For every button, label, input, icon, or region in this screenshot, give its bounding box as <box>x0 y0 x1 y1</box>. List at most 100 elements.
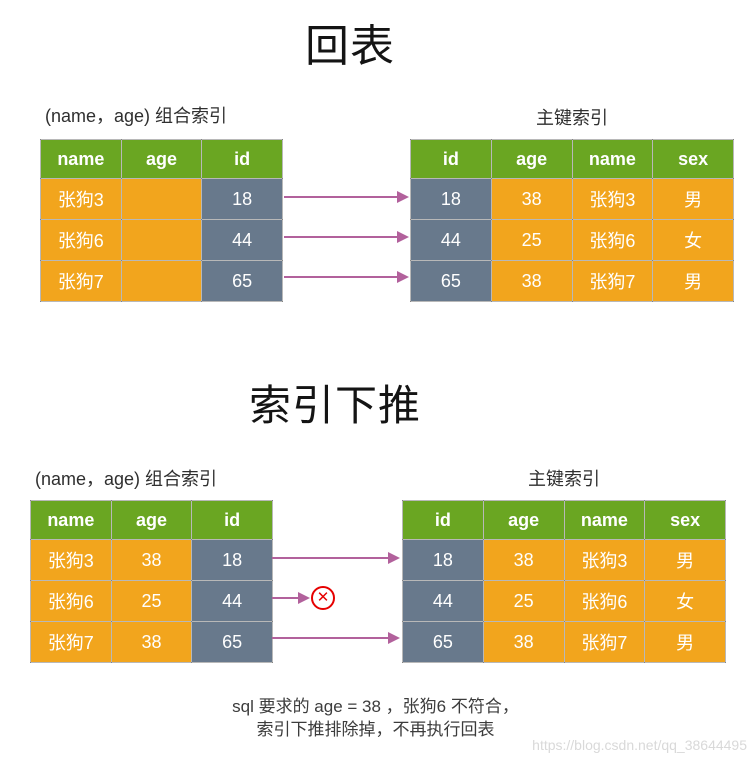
cell: 张狗7 <box>563 621 646 663</box>
cell: 张狗7 <box>571 260 654 302</box>
table-row: 张狗7 38 65 <box>30 621 273 663</box>
cell: 18 <box>201 178 283 220</box>
cell: 18 <box>402 539 484 581</box>
column-header: id <box>191 500 273 540</box>
table-row: 44 25 张狗6 女 <box>410 219 734 261</box>
arrow-shaft <box>272 637 390 639</box>
cell: 男 <box>644 621 726 663</box>
cell: 65 <box>410 260 492 302</box>
cell: 男 <box>652 260 734 302</box>
cell: 38 <box>482 539 565 581</box>
row-arrow <box>284 191 409 203</box>
cell: 张狗6 <box>40 219 122 261</box>
arrow-head-icon <box>388 552 400 564</box>
table-row: 张狗7 65 <box>40 260 283 302</box>
cell: 男 <box>652 178 734 220</box>
table-row: 18 38 张狗3 男 <box>410 178 734 220</box>
section2-title: 索引下推 <box>248 382 421 429</box>
cell: 38 <box>110 539 193 581</box>
cell: 女 <box>644 580 726 622</box>
arrow-shaft <box>272 557 390 559</box>
cell: 男 <box>644 539 726 581</box>
table-row: 张狗6 25 44 <box>30 580 273 622</box>
row-arrow <box>284 271 409 283</box>
section2-composite-index-label: (name，age) 组合索引 <box>35 469 218 489</box>
arrow-head-icon <box>388 632 400 644</box>
cell: 44 <box>410 219 492 261</box>
footnote: sql 要求的 age = 38 ，张狗6 不符合， 索引下推排除掉，不再执行回… <box>0 695 751 741</box>
cell: 38 <box>490 178 573 220</box>
section1-composite-index-label: (name，age) 组合索引 <box>45 106 228 126</box>
cell: 18 <box>410 178 492 220</box>
column-header: name <box>30 500 112 540</box>
section2-composite-index-table: name age id 张狗3 38 18 张狗6 25 44 张狗7 38 6… <box>30 500 273 663</box>
arrow-head-icon <box>397 271 409 283</box>
table-row: 65 38 张狗7 男 <box>402 621 726 663</box>
cell: 38 <box>490 260 573 302</box>
cell: 25 <box>490 219 573 261</box>
section1-composite-index-table: name age id 张狗3 18 张狗6 44 张狗7 65 <box>40 139 283 302</box>
row-arrow <box>272 552 400 564</box>
section1-title: 回表 <box>305 22 395 71</box>
arrow-head-icon <box>397 231 409 243</box>
table-row: 18 38 张狗3 男 <box>402 539 726 581</box>
row-arrow-rejected <box>272 592 310 604</box>
footnote-line2: 索引下推排除掉，不再执行回表 <box>256 720 495 739</box>
arrow-head-icon <box>397 191 409 203</box>
cell: 44 <box>201 219 283 261</box>
column-header: name <box>563 500 646 540</box>
table-row: 张狗6 44 <box>40 219 283 261</box>
cell <box>120 260 203 302</box>
arrow-shaft <box>284 196 399 198</box>
cell: 张狗6 <box>30 580 112 622</box>
section1-primary-index-label: 主键索引 <box>536 108 608 128</box>
column-header: id <box>410 139 492 179</box>
cell: 44 <box>402 580 484 622</box>
arrow-shaft <box>284 236 399 238</box>
table-header-row: id age name sex <box>410 139 734 179</box>
column-header: sex <box>644 500 726 540</box>
section2-primary-index-table: id age name sex 18 38 张狗3 男 44 25 张狗6 女 … <box>402 500 726 663</box>
column-header: age <box>120 139 203 179</box>
cell: 张狗3 <box>563 539 646 581</box>
column-header: age <box>490 139 573 179</box>
table-row: 张狗3 18 <box>40 178 283 220</box>
section2-primary-index-label: 主键索引 <box>528 469 600 489</box>
cell: 18 <box>191 539 273 581</box>
arrow-shaft <box>272 597 300 599</box>
footnote-line1: sql 要求的 age = 38 ，张狗6 不符合， <box>232 697 519 716</box>
cell: 44 <box>191 580 273 622</box>
table-header-row: name age id <box>40 139 283 179</box>
cell: 张狗6 <box>563 580 646 622</box>
table-row: 65 38 张狗7 男 <box>410 260 734 302</box>
cell: 65 <box>402 621 484 663</box>
table-header-row: name age id <box>30 500 273 540</box>
cell: 张狗6 <box>571 219 654 261</box>
arrow-shaft <box>284 276 399 278</box>
cell: 65 <box>191 621 273 663</box>
cell <box>120 178 203 220</box>
row-arrow <box>272 632 400 644</box>
cell: 38 <box>110 621 193 663</box>
cell: 65 <box>201 260 283 302</box>
table-row: 44 25 张狗6 女 <box>402 580 726 622</box>
column-header: age <box>482 500 565 540</box>
table-header-row: id age name sex <box>402 500 726 540</box>
column-header: name <box>40 139 122 179</box>
cell: 25 <box>110 580 193 622</box>
cell: 张狗3 <box>30 539 112 581</box>
cell: 38 <box>482 621 565 663</box>
reject-cross-icon: ✕ <box>311 586 335 610</box>
cell: 张狗7 <box>30 621 112 663</box>
watermark: https://blog.csdn.net/qq_38644495 <box>532 737 747 753</box>
cell: 张狗3 <box>571 178 654 220</box>
cell: 女 <box>652 219 734 261</box>
column-header: id <box>201 139 283 179</box>
arrow-head-icon <box>298 592 310 604</box>
column-header: name <box>571 139 654 179</box>
section1-primary-index-table: id age name sex 18 38 张狗3 男 44 25 张狗6 女 … <box>410 139 734 302</box>
row-arrow <box>284 231 409 243</box>
cell <box>120 219 203 261</box>
column-header: sex <box>652 139 734 179</box>
